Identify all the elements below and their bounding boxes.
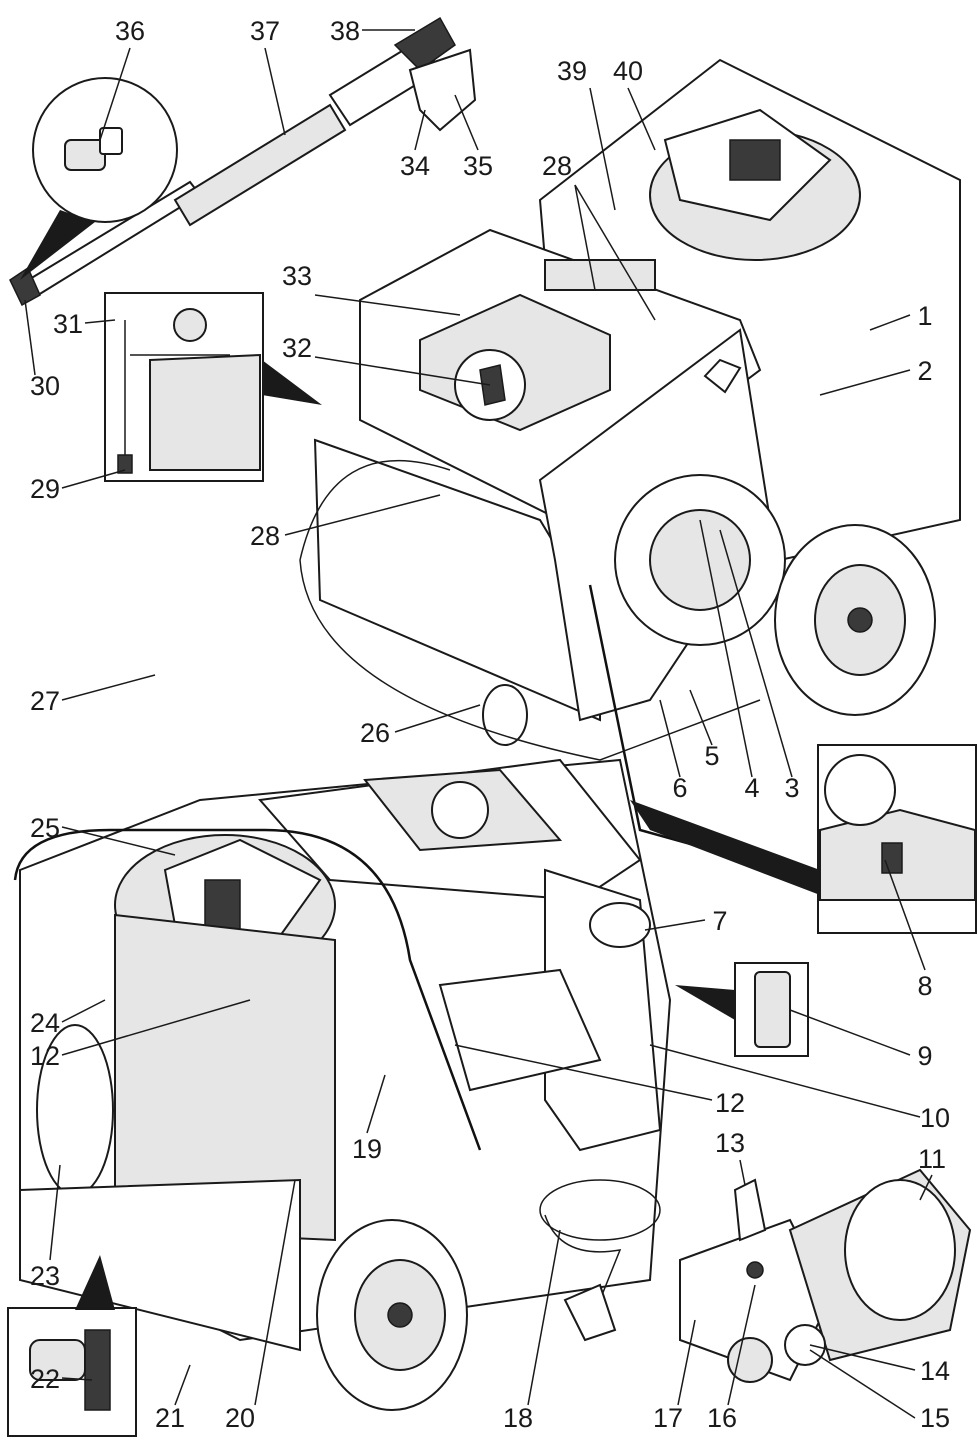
nozzle-detail-inset [20,77,178,280]
callout-12: 12 [715,1088,745,1118]
callout-10: 10 [920,1103,950,1133]
callout-12: 12 [30,1041,60,1071]
callout-9: 9 [917,1041,932,1071]
leader-line-27 [61,674,156,701]
callout-8: 8 [917,971,932,1001]
callout-20: 20 [225,1403,255,1433]
leader-line-34 [414,109,426,151]
callout-28: 28 [250,521,280,551]
leader-line-33 [314,294,461,316]
callout-14: 14 [920,1356,950,1386]
callout-13: 13 [715,1128,745,1158]
leader-line-21 [174,1364,191,1406]
callout-19: 19 [352,1134,382,1164]
strainer-detail-inset [675,962,809,1057]
leader-line-6 [659,699,681,778]
callout-6: 6 [672,773,687,803]
leader-line-8 [884,859,926,971]
leader-line-28 [574,184,596,291]
leader-line-5 [689,689,713,746]
leader-line-10 [649,1044,921,1118]
leader-line-39 [589,87,616,211]
leader-line-20 [254,1179,296,1406]
callout-32: 32 [282,333,312,363]
callout-37: 37 [250,16,280,46]
leader-line-26 [394,704,481,733]
leader-line-35 [454,94,479,151]
leader-line-31 [84,319,116,324]
callout-22: 22 [30,1364,60,1394]
callout-27: 27 [30,686,60,716]
leader-line-7 [644,919,706,931]
callout-21: 21 [155,1403,185,1433]
callout-18: 18 [503,1403,533,1433]
leader-line-28 [574,184,656,321]
leader-line-3 [719,529,793,778]
callout-1: 1 [917,301,932,331]
callout-23: 23 [30,1261,60,1291]
callout-11: 11 [918,1144,946,1174]
leader-line-18 [527,1229,561,1406]
leader-line-36 [99,47,131,141]
leader-line-37 [264,47,286,136]
spray-lance [9,16,477,307]
leader-line-24 [61,999,106,1023]
callout-28: 28 [542,151,572,181]
callout-26: 26 [360,718,390,748]
callout-25: 25 [30,813,60,843]
callout-38: 38 [330,16,360,46]
callout-29: 29 [30,474,60,504]
leader-line-29 [61,469,126,489]
callout-16: 16 [707,1403,737,1433]
callout-4: 4 [744,773,759,803]
leader-line-15 [809,1349,916,1419]
fuel-filler-inset [104,292,322,482]
leader-line-25 [61,826,176,856]
leader-line-17 [677,1319,696,1406]
callout-15: 15 [920,1403,950,1433]
callout-33: 33 [282,261,312,291]
leader-line-40 [627,87,656,151]
leader-line-19 [366,1074,386,1134]
leader-line-16 [727,1284,756,1406]
leader-line-14 [809,1344,916,1371]
leader-line-23 [49,1164,61,1261]
leader-line-30 [24,299,36,376]
leader-line-32 [314,356,491,386]
callout-3: 3 [784,773,799,803]
leader-line-28 [284,494,441,536]
callout-40: 40 [613,56,643,86]
valve-detail-inset [7,1255,137,1437]
machine-front-view [13,758,672,1411]
pump-assembly [679,1168,972,1383]
callout-5: 5 [704,741,719,771]
callout-31: 31 [53,309,83,339]
callout-2: 2 [917,356,932,386]
leader-line-9 [789,1009,911,1056]
leader-line-4 [699,519,753,778]
callout-24: 24 [30,1008,60,1038]
machine-rear-view [299,58,961,761]
filter-detail-inset [588,584,977,934]
callout-39: 39 [557,56,587,86]
callout-34: 34 [400,151,430,181]
callout-7: 7 [712,906,727,936]
leader-line-12 [454,1044,713,1101]
callout-30: 30 [30,371,60,401]
leader-line-11 [919,1174,933,1201]
leader-lines [24,29,933,1419]
callout-36: 36 [115,16,145,46]
leader-line-12 [61,999,251,1056]
leader-line-22 [61,1377,93,1381]
leader-line-13 [739,1159,746,1186]
leader-line-2 [819,369,911,396]
callout-17: 17 [653,1403,683,1433]
leader-line-1 [869,314,911,331]
callout-35: 35 [463,151,493,181]
